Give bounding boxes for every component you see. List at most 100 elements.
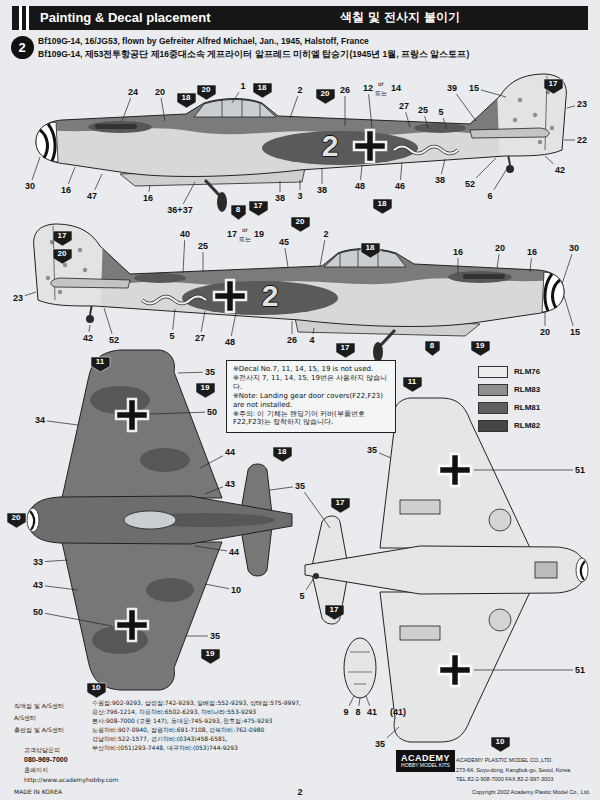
color-marker: 19 xyxy=(201,649,220,664)
color-marker: 19 xyxy=(471,341,490,356)
leader-line xyxy=(45,560,68,562)
leader-line xyxy=(280,181,281,192)
marker-shape xyxy=(544,79,563,94)
marker-shape xyxy=(53,231,72,246)
marker-shape xyxy=(231,205,246,220)
callout-number: 2 xyxy=(323,229,328,239)
leader-line xyxy=(205,487,223,494)
color-marker: 20 xyxy=(291,217,310,232)
badge-circle xyxy=(11,36,34,59)
lower-plan-view xyxy=(489,509,511,531)
leader-line xyxy=(47,421,78,425)
marker-number: 20 xyxy=(321,90,330,99)
callout-number: 48 xyxy=(355,181,365,191)
color-marker: 17 xyxy=(249,201,268,216)
upper-plan-view xyxy=(28,496,292,544)
company-text: 273-64, Suyu-dong, Kangbuk-gu, Seoul, Ko… xyxy=(456,767,570,773)
leader-line xyxy=(359,698,360,706)
callout-number: 25 xyxy=(418,105,428,115)
footer-text: A/S센터 xyxy=(14,715,36,722)
marker-shape xyxy=(471,341,490,356)
marker-shape xyxy=(273,447,292,462)
footer-text: 총판점 및 A/S센터 xyxy=(14,727,64,734)
leader-line xyxy=(401,162,402,180)
lower-plan-view xyxy=(535,562,557,578)
leader-line xyxy=(231,313,236,336)
leader-line xyxy=(306,578,314,590)
marker-shape xyxy=(53,249,72,264)
color-marker: 17 xyxy=(544,79,563,94)
leader-line xyxy=(195,546,227,551)
leader-line xyxy=(443,118,447,129)
leader-line xyxy=(456,94,476,121)
callout-number: 38 xyxy=(317,185,327,195)
legend-swatch xyxy=(478,420,508,432)
upper-plan-view xyxy=(27,508,39,532)
color-marker: 20 xyxy=(53,249,72,264)
marker-shape xyxy=(197,85,216,100)
marker-number: 10 xyxy=(92,684,101,693)
callout-number: 2 xyxy=(297,787,302,797)
callout-number: 2 xyxy=(297,85,302,95)
marker-shape xyxy=(316,89,335,104)
marker-number: 20 xyxy=(12,514,21,523)
leader-line xyxy=(32,157,40,180)
legend-swatch xyxy=(478,384,508,396)
callout-note: 또는 xyxy=(239,236,251,243)
leader-line xyxy=(349,696,354,706)
callout-note: 또는 xyxy=(375,90,387,97)
callout-number: 23 xyxy=(13,293,23,303)
header-title: Painting & Decal placement xyxy=(40,11,211,26)
leader-line xyxy=(45,613,112,626)
marker-number: 19 xyxy=(206,650,215,659)
canopy-inset xyxy=(348,652,372,684)
marker-shape xyxy=(91,357,110,372)
company-text: ACADEMY PLASTIC MODEL CO.,LTD. xyxy=(456,757,553,763)
leader-line xyxy=(122,98,131,121)
color-marker: 17 xyxy=(53,231,72,246)
callout-number: 6 xyxy=(487,191,492,201)
lower-plan-view xyxy=(489,609,511,631)
note-text: ※주의: 이 기체는 랜딩기어 커버(부품번호 F22,F23)는 장착하지 않… xyxy=(233,410,389,427)
leader-line xyxy=(476,158,496,178)
leader-line xyxy=(186,636,208,637)
footer-text: http://www.academyhobby.com xyxy=(24,777,119,784)
color-marker: 18 xyxy=(373,199,392,214)
legend-label: RLM81 xyxy=(514,403,540,412)
marker-shape xyxy=(201,649,220,664)
right-side-view xyxy=(0,210,570,362)
callout-number: 35 xyxy=(367,445,377,455)
callout-number: 33 xyxy=(33,557,43,567)
callout-number: 12 xyxy=(363,83,373,93)
marker-number: 20 xyxy=(296,218,305,227)
fuselage-number: 2 xyxy=(322,129,339,164)
header-bar xyxy=(12,6,588,30)
leader-line xyxy=(205,584,229,589)
leader-line xyxy=(290,96,298,118)
leader-line xyxy=(366,696,370,706)
callout-number: 44 xyxy=(229,547,239,557)
marker-number: 18 xyxy=(378,200,387,209)
callout-number: 26 xyxy=(340,85,350,95)
leader-line xyxy=(387,727,399,738)
note-text: ※Note: Landing gear door covers(F22,F23)… xyxy=(233,392,389,409)
leader-line xyxy=(481,90,506,97)
callout-number: 16 xyxy=(61,185,71,195)
leader-line xyxy=(406,112,410,127)
callout-number: 43 xyxy=(33,580,43,590)
callout-number: 23 xyxy=(577,99,587,109)
company-text: TEL.82-2-908-7000 FAX.82-2-997-3003 xyxy=(456,776,553,782)
callout-number: 17 xyxy=(227,229,237,239)
marker-shape xyxy=(177,93,196,108)
leader-line xyxy=(201,311,205,332)
leader-line xyxy=(150,412,205,414)
marker-number: 18 xyxy=(366,244,375,253)
leader-line xyxy=(149,185,150,192)
callout-number: 30 xyxy=(569,243,579,253)
note-text: ※전사지 7, 11, 14, 15, 19번은 사용하지 않습니다. xyxy=(233,374,389,391)
color-marker: 11 xyxy=(403,377,422,392)
leader-line xyxy=(313,328,315,334)
left-side-view xyxy=(30,60,600,212)
callout-number: 5 xyxy=(438,107,443,117)
